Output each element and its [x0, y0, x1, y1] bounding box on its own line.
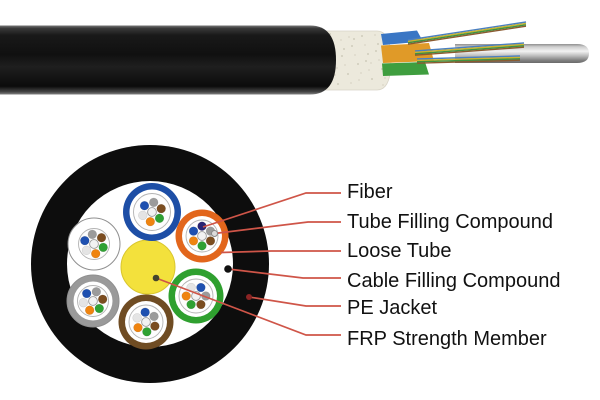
- leader-lines: [152, 192, 341, 336]
- label-loose-tube: Loose Tube: [347, 240, 452, 262]
- label-fiber: Fiber: [347, 181, 393, 203]
- loose-tube-stub-green: [382, 62, 429, 76]
- loose-tube-stub-orange: [381, 43, 434, 63]
- loose-tube-orange: [175, 209, 229, 263]
- loose-tube-green: [168, 268, 224, 324]
- wrap-texture-speckles: [329, 33, 387, 86]
- pe-jacket-3d: [0, 25, 336, 95]
- loose-tube-brown: [118, 294, 174, 350]
- label-tube-filling-compound: Tube Filling Compound: [347, 211, 554, 233]
- label-pe-jacket: PE Jacket: [347, 297, 438, 319]
- label-frp-strength-member: FRP Strength Member: [347, 328, 547, 350]
- loose-tubes-group: [66, 183, 229, 350]
- bare-fiber-ribbons: [407, 21, 527, 64]
- loose-tube-white: [67, 217, 121, 271]
- label-cable-filling-compound: Cable Filling Compound: [347, 270, 561, 292]
- cable-cross-section: [31, 145, 269, 383]
- loose-tube-gray: [66, 274, 120, 328]
- frp-strength-member-circle: [120, 239, 176, 295]
- loose-tube-blue: [123, 183, 181, 241]
- cable-3d-photo: [0, 21, 589, 95]
